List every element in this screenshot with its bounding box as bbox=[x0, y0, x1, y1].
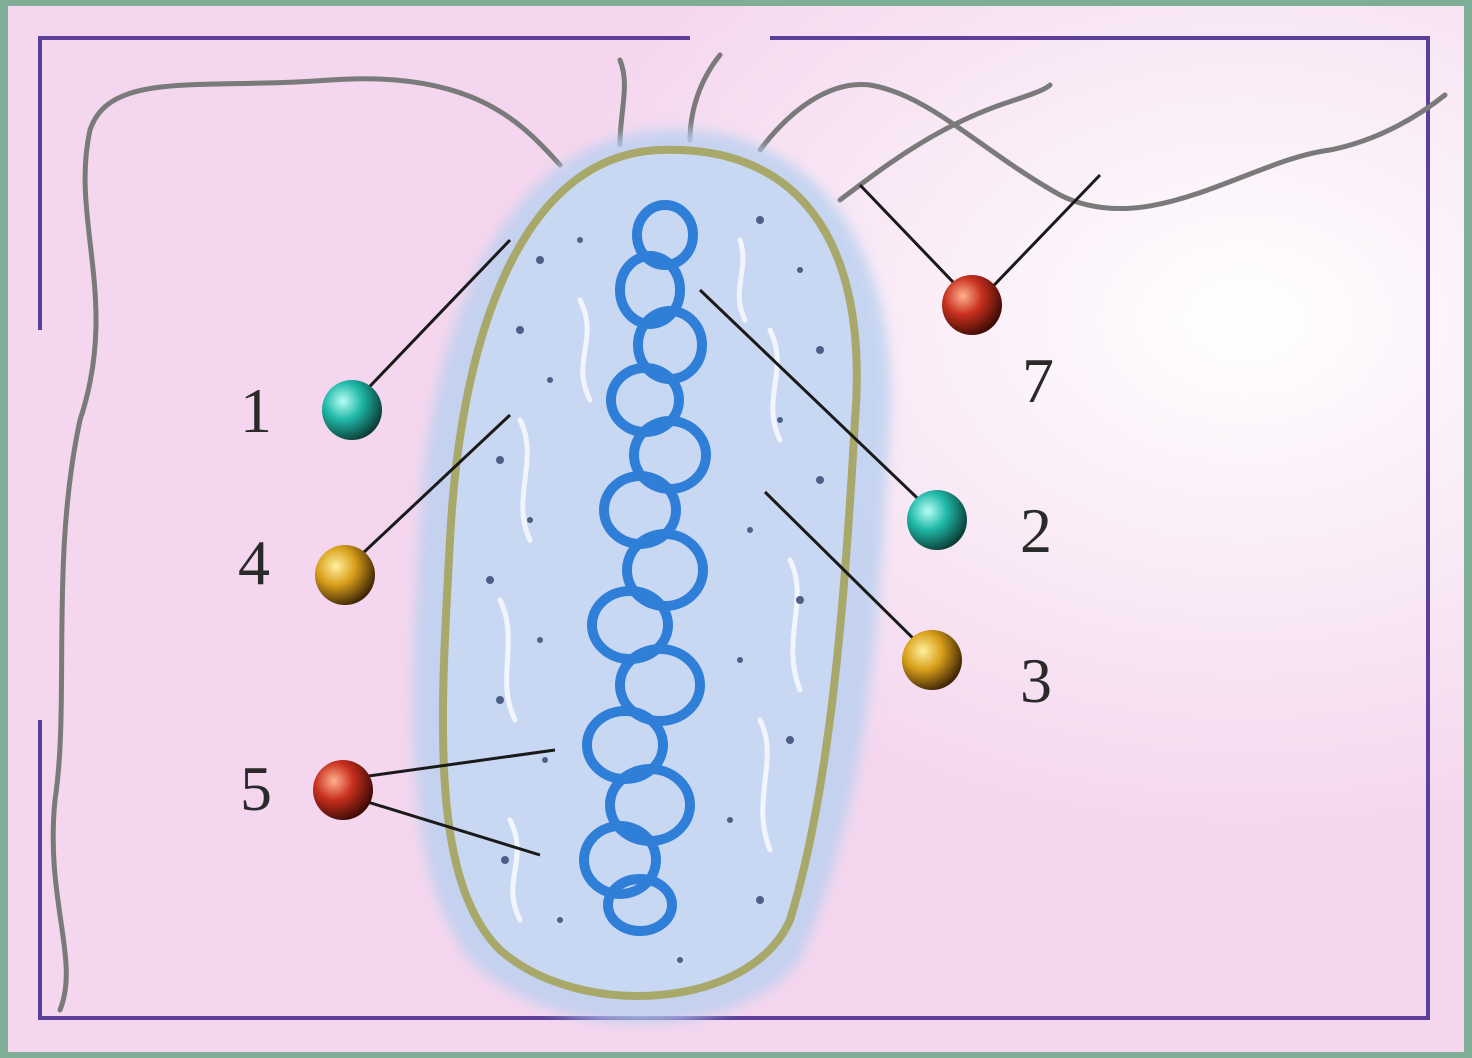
label-7: 7 bbox=[1022, 345, 1054, 416]
label-5: 5 bbox=[240, 753, 272, 824]
marker-7 bbox=[942, 275, 1002, 335]
marker-2 bbox=[907, 490, 967, 550]
marker-5 bbox=[313, 760, 373, 820]
marker-3 bbox=[902, 630, 962, 690]
label-4: 4 bbox=[238, 527, 270, 598]
marker-1 bbox=[322, 380, 382, 440]
marker-4 bbox=[315, 545, 375, 605]
label-2: 2 bbox=[1020, 495, 1052, 566]
label-3: 3 bbox=[1020, 645, 1052, 716]
label-1: 1 bbox=[240, 375, 272, 446]
